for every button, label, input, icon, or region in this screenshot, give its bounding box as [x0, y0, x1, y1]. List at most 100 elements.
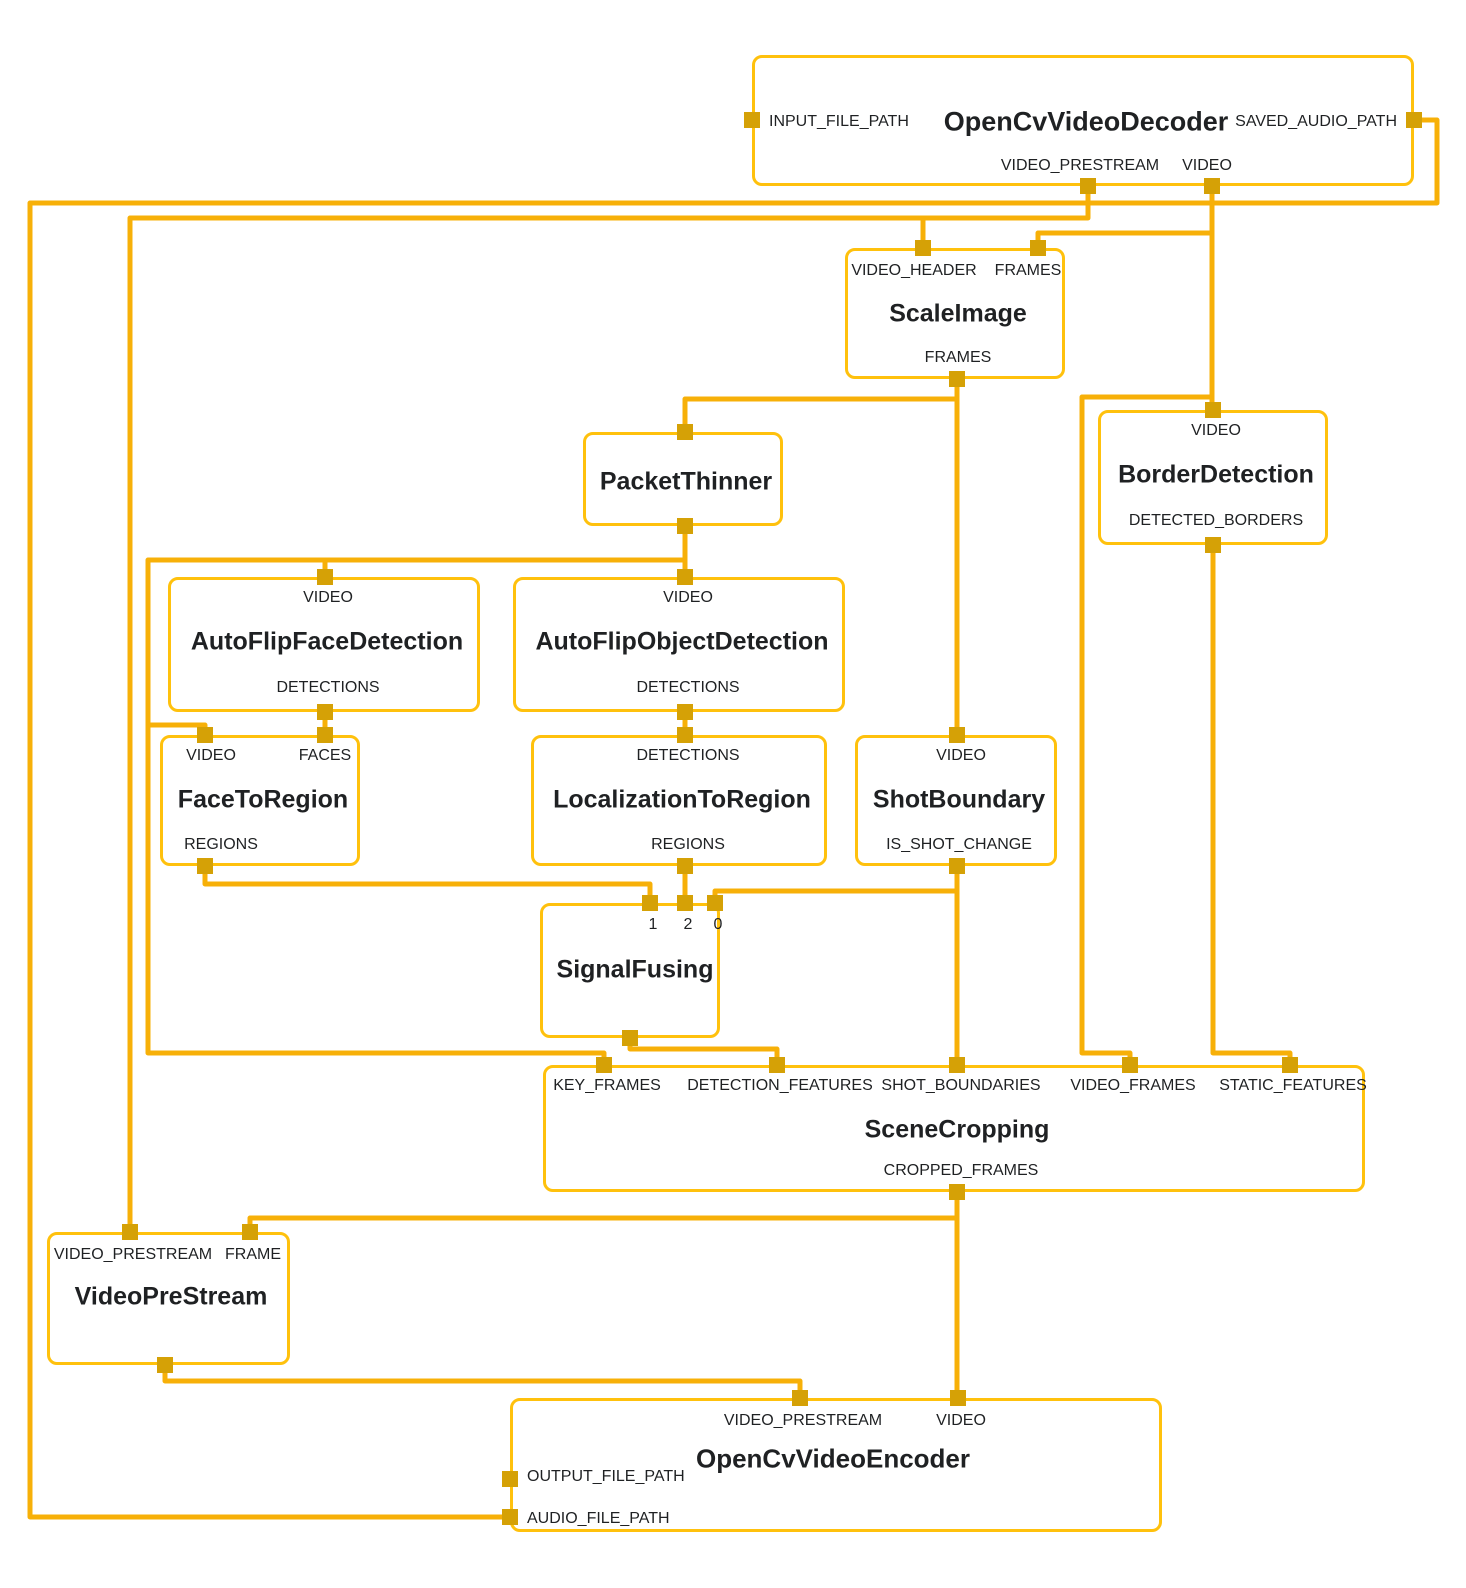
- port-scene-cropping-cropped-frames[interactable]: [949, 1184, 965, 1200]
- port-localization-to-region-detections[interactable]: [677, 727, 693, 743]
- port-shot-boundary-is-shot-change[interactable]: [949, 858, 965, 874]
- port-face-detection-detections[interactable]: [317, 704, 333, 720]
- port-video-pre-stream-video-prestream[interactable]: [122, 1224, 138, 1240]
- signal-fusing-label-2: 2: [683, 916, 693, 933]
- port-scene-cropping-shot-boundaries[interactable]: [949, 1057, 965, 1073]
- scene-cropping-label-video-frames: VIDEO_FRAMES: [1070, 1077, 1196, 1094]
- node-packet-thinner[interactable]: PacketThinner: [583, 432, 783, 526]
- opencv-video-decoder-label-input-file-path: INPUT_FILE_PATH: [769, 113, 909, 130]
- scale-image-label-frames: FRAMES: [924, 349, 992, 366]
- port-scene-cropping-detection-features[interactable]: [769, 1057, 785, 1073]
- autoflip-object-detection-label-video: VIDEO: [663, 589, 713, 606]
- scene-cropping-label-shot-boundaries: SHOT_BOUNDARIES: [881, 1077, 1041, 1094]
- opencv-video-encoder-label-output-file-path: OUTPUT_FILE_PATH: [527, 1468, 685, 1485]
- node-localization-to-region[interactable]: LocalizationToRegion DETECTIONS REGIONS: [531, 735, 827, 866]
- node-autoflip-face-detection[interactable]: AutoFlipFaceDetection VIDEO DETECTIONS: [168, 577, 480, 712]
- port-signal-fusing-out[interactable]: [622, 1030, 638, 1046]
- port-decoder-video-prestream[interactable]: [1080, 178, 1096, 194]
- port-scale-image-video-header[interactable]: [915, 240, 931, 256]
- scene-cropping-label-detection-features: DETECTION_FEATURES: [687, 1077, 873, 1094]
- localization-to-region-label-regions: REGIONS: [651, 836, 725, 853]
- video-pre-stream-label-video-prestream: VIDEO_PRESTREAM: [53, 1246, 213, 1263]
- port-encoder-audio-file-path[interactable]: [502, 1509, 518, 1525]
- port-localization-to-region-regions[interactable]: [677, 858, 693, 874]
- border-detection-label-video: VIDEO: [1191, 422, 1241, 439]
- face-to-region-title: FaceToRegion: [177, 785, 349, 814]
- autoflip-face-detection-label-detections: DETECTIONS: [276, 679, 380, 696]
- face-to-region-label-video: VIDEO: [186, 747, 236, 764]
- autoflip-object-detection-title: AutoFlipObjectDetection: [535, 627, 829, 656]
- scale-image-title: ScaleImage: [889, 299, 1027, 328]
- autoflip-object-detection-label-detections: DETECTIONS: [636, 679, 740, 696]
- shot-boundary-title: ShotBoundary: [872, 785, 1046, 814]
- port-packet-thinner-in[interactable]: [677, 424, 693, 440]
- wire-video-prestream-main: [127, 186, 1091, 1232]
- port-signal-fusing-2[interactable]: [677, 895, 693, 911]
- port-scene-cropping-key-frames[interactable]: [596, 1057, 612, 1073]
- wire-audio-path: [27, 117, 1440, 1520]
- port-video-pre-stream-out[interactable]: [157, 1357, 173, 1373]
- port-face-to-region-regions[interactable]: [197, 858, 213, 874]
- node-autoflip-object-detection[interactable]: AutoFlipObjectDetection VIDEO DETECTIONS: [513, 577, 845, 712]
- wire-face-regions: [202, 866, 653, 903]
- video-pre-stream-label-frame: FRAME: [225, 1246, 281, 1263]
- port-face-to-region-faces[interactable]: [317, 727, 333, 743]
- packet-thinner-title: PacketThinner: [599, 467, 773, 496]
- opencv-video-encoder-label-video: VIDEO: [936, 1412, 986, 1429]
- wire-output-video-header: [162, 1365, 803, 1398]
- port-decoder-input-file-path[interactable]: [744, 112, 760, 128]
- port-encoder-output-file-path[interactable]: [502, 1471, 518, 1487]
- opencv-video-encoder-title: OpenCvVideoEncoder: [695, 1443, 971, 1474]
- wire-detected-borders: [1210, 545, 1293, 1065]
- wire-video-raw-to-scale-image: [1035, 230, 1212, 248]
- opencv-video-decoder-label-video-prestream: VIDEO_PRESTREAM: [1000, 157, 1160, 174]
- node-video-pre-stream[interactable]: VideoPreStream VIDEO_PRESTREAM FRAME: [47, 1232, 290, 1365]
- wire-cropped-frames-to-frame: [247, 1215, 957, 1232]
- port-scene-cropping-video-frames[interactable]: [1122, 1057, 1138, 1073]
- opencv-video-decoder-title: OpenCvVideoDecoder: [943, 106, 1229, 137]
- port-object-detection-video[interactable]: [677, 569, 693, 585]
- port-signal-fusing-1[interactable]: [642, 895, 658, 911]
- port-packet-thinner-out[interactable]: [677, 518, 693, 534]
- port-shot-boundary-video[interactable]: [949, 727, 965, 743]
- scene-cropping-label-static-features: STATIC_FEATURES: [1219, 1077, 1367, 1094]
- port-border-detection-detected-borders[interactable]: [1205, 537, 1221, 553]
- scene-cropping-label-key-frames: KEY_FRAMES: [553, 1077, 661, 1094]
- autoflip-face-detection-title: AutoFlipFaceDetection: [190, 627, 464, 656]
- localization-to-region-title: LocalizationToRegion: [553, 785, 811, 814]
- port-scene-cropping-static-features[interactable]: [1282, 1057, 1298, 1073]
- port-decoder-saved-audio-path[interactable]: [1406, 112, 1422, 128]
- port-video-pre-stream-frame[interactable]: [242, 1224, 258, 1240]
- scene-cropping-label-cropped-frames: CROPPED_FRAMES: [883, 1162, 1039, 1179]
- port-encoder-video-prestream[interactable]: [792, 1390, 808, 1406]
- port-border-detection-video[interactable]: [1205, 402, 1221, 418]
- shot-boundary-label-is-shot-change: IS_SHOT_CHANGE: [886, 836, 1032, 853]
- border-detection-title: BorderDetection: [1118, 460, 1314, 489]
- scale-image-label-frames: FRAMES: [994, 262, 1062, 279]
- localization-to-region-label-detections: DETECTIONS: [636, 747, 740, 764]
- signal-fusing-title: SignalFusing: [556, 955, 714, 984]
- port-scale-image-frames-out[interactable]: [949, 371, 965, 387]
- port-encoder-video[interactable]: [950, 1390, 966, 1406]
- port-decoder-video[interactable]: [1204, 178, 1220, 194]
- port-object-detection-detections[interactable]: [677, 704, 693, 720]
- video-pre-stream-title: VideoPreStream: [74, 1282, 268, 1311]
- autoflip-face-detection-label-video: VIDEO: [303, 589, 353, 606]
- opencv-video-decoder-label-saved-audio-path: SAVED_AUDIO_PATH: [1235, 113, 1397, 130]
- port-scale-image-frames-in[interactable]: [1030, 240, 1046, 256]
- port-signal-fusing-0[interactable]: [707, 895, 723, 911]
- opencv-video-encoder-label-audio-file-path: AUDIO_FILE_PATH: [527, 1510, 670, 1527]
- port-face-to-region-video[interactable]: [197, 727, 213, 743]
- signal-fusing-label-1: 1: [648, 916, 658, 933]
- node-shot-boundary[interactable]: ShotBoundary VIDEO IS_SHOT_CHANGE: [855, 735, 1057, 866]
- port-face-detection-video[interactable]: [317, 569, 333, 585]
- node-opencv-video-decoder[interactable]: OpenCvVideoDecoder INPUT_FILE_PATH SAVED_A…: [752, 55, 1414, 186]
- shot-boundary-label-video: VIDEO: [936, 747, 986, 764]
